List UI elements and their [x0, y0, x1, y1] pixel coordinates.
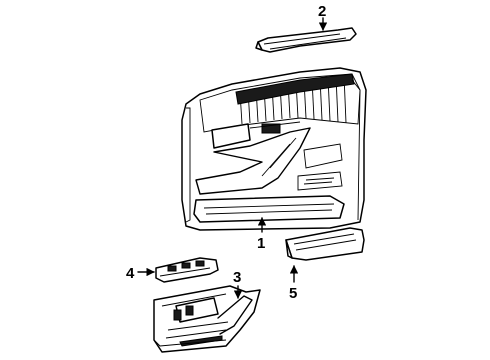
- leader-lines: [137, 17, 328, 299]
- callout-4: 4: [126, 265, 135, 282]
- armrest-trim-part: [153, 285, 261, 353]
- pull-handle-part: [255, 27, 357, 53]
- callout-2: 2: [318, 3, 326, 20]
- door-trim-panel-part: [181, 67, 367, 231]
- lock-button: [261, 123, 281, 134]
- switch-bezel-part: [155, 257, 219, 283]
- callout-3: 3: [233, 269, 241, 286]
- callout-5: 5: [289, 285, 297, 302]
- callout-1: 1: [257, 235, 265, 252]
- pocket-insert-part: [285, 227, 365, 261]
